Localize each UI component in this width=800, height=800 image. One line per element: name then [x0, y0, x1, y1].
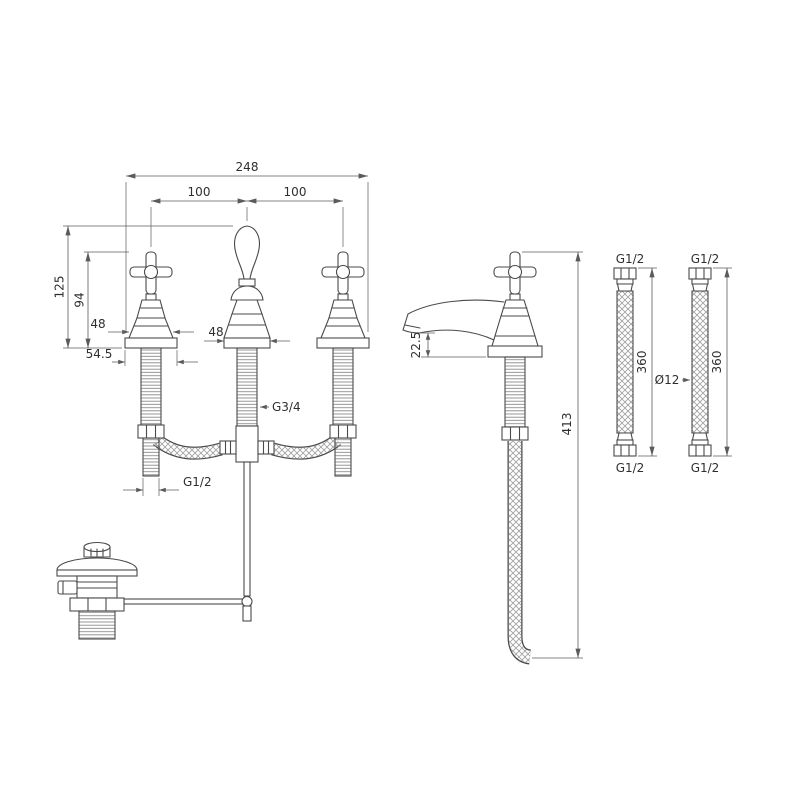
- spout-front: [219, 225, 275, 597]
- hose2-thread-top: G1/2: [691, 252, 720, 266]
- side-outlet-hose: [507, 441, 532, 665]
- dim-total-width: 248: [236, 160, 259, 174]
- hose2-thread-bottom: G1/2: [691, 461, 720, 475]
- label-hose-diameter: Ø12: [655, 373, 680, 387]
- side-view: [402, 251, 543, 665]
- spout-profile: [402, 299, 505, 341]
- label-supply-tail-thread: G1/2: [183, 475, 212, 489]
- flexi-hose-1: [613, 267, 637, 457]
- dim-pitch-right: 100: [284, 185, 307, 199]
- pop-up-rod: [243, 461, 251, 597]
- dim-pitch-left: 100: [188, 185, 211, 199]
- rod-ball-joint: [241, 595, 253, 608]
- hose1-thread-top: G1/2: [616, 252, 645, 266]
- hose2-length: 360: [710, 351, 724, 374]
- waste-assembly: [56, 541, 253, 640]
- front-left-braided-hose: [152, 434, 223, 460]
- dim-spout-height: 22.5: [409, 332, 423, 359]
- front-view: [124, 225, 370, 597]
- dim-base-width: 54.5: [86, 347, 113, 361]
- hose1-thread-bottom: G1/2: [616, 461, 645, 475]
- dim-handle-height: 94: [73, 292, 87, 307]
- dim-overall-height-front: 125: [53, 276, 67, 299]
- dim-spout-base-width: 48: [208, 325, 223, 339]
- front-right-braided-hose: [271, 434, 342, 460]
- dimension-annotations: 248 100 100 125 94 48 54.5 48 G: [53, 160, 732, 659]
- dim-overall-height-side: 413: [560, 413, 574, 436]
- flexi-hose-2: [688, 267, 712, 457]
- hose1-length: 360: [635, 351, 649, 374]
- label-spout-tail-thread: G3/4: [272, 400, 301, 414]
- waste-lever-arm: [123, 598, 245, 605]
- dim-handle-width: 48: [90, 317, 105, 331]
